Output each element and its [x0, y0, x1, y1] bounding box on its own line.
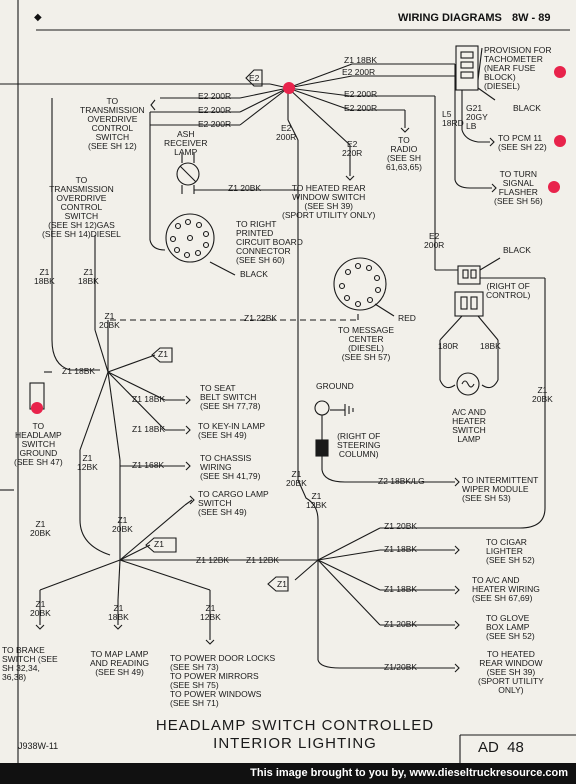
label-z1-12bk-e: Z1 12BK: [200, 603, 221, 622]
footer-code: J938W-11: [18, 741, 59, 751]
label-z2-18bk-lg: Z2 18BK/LG: [378, 476, 425, 486]
label-to-glove-box: TO GLOVE BOX LAMP (SEE SH 52): [486, 613, 535, 641]
label-right-of-steering: (RIGHT OF STEERING COLUMN): [337, 431, 381, 459]
label-to-heated-rear-window: TO HEATED REAR WINDOW (SEE SH 39) (SPORT…: [478, 649, 544, 695]
marker-dot: [31, 402, 43, 414]
label-to-trans-od: TO TRANSMISSION OVERDRIVE CONTROL SWITCH…: [80, 96, 145, 151]
label-z1-20bk-f: Z1 20BK: [30, 599, 51, 618]
label-e2-200r-right3: E2 200R: [344, 103, 378, 113]
label-z1-168k: Z1 168K: [132, 460, 165, 470]
label-to-wiper: TO INTERMITTENT WIPER MODULE (SEE SH 53): [462, 475, 539, 503]
label-to-seat-belt: TO SEAT BELT SWITCH (SEE SH 77,78): [200, 383, 261, 411]
node-z1-3: Z1: [154, 539, 164, 549]
marker-dot: [554, 66, 566, 78]
label-to-ac-heater-wiring: TO A/C AND HEATER WIRING (SEE SH 67,69): [472, 575, 540, 603]
label-to-right-pcb: TO RIGHT PRINTED CIRCUIT BOARD CONNECTOR…: [236, 219, 303, 265]
label-z1-20bk-d: Z1 20BK: [30, 519, 51, 538]
label-z1-12bk-d: Z1 12BK: [246, 555, 280, 565]
label-e2-200r-right4: E2 200R: [424, 231, 445, 250]
label-18bk: 18BK: [480, 341, 501, 351]
label-to-message-center: TO MESSAGE CENTER (DIESEL) (SEE SH 57): [338, 325, 395, 362]
label-e2-200r-mid: E2 200R: [276, 123, 297, 142]
label-z1-18bk-b: Z1 18BK: [78, 267, 99, 286]
label-to-cargo-lamp: TO CARGO LAMP SWITCH (SEE SH 49): [198, 489, 269, 517]
label-z1-18bk-key: Z1 18BK: [132, 424, 166, 434]
label-g21-20gy: G21 20GY LB: [466, 103, 488, 131]
label-to-map-lamp: TO MAP LAMP AND READING (SEE SH 49): [90, 649, 150, 677]
label-black-top: BLACK: [513, 103, 541, 113]
label-z1-20bk-c: Z1 20BK: [286, 469, 307, 488]
header-page-ref: 8W - 89: [512, 12, 551, 24]
label-z1-12bk-b: Z1 12BK: [306, 491, 327, 510]
footer-page-box: AD 48: [478, 739, 524, 756]
label-z1-18bk-top: Z1 18BK: [344, 55, 378, 65]
label-right-of-control: (RIGHT OF CONTROL): [486, 281, 531, 300]
label-e2-200r-trans: E2 200R: [198, 91, 232, 101]
label-e2-200r-right2: E2 200R: [344, 89, 378, 99]
label-z1-12bk-a: Z1 12BK: [77, 453, 98, 472]
label-to-trans-od-2: TO TRANSMISSION OVERDRIVE CONTROL SWITCH…: [42, 175, 121, 239]
label-to-heated-rear-switch: TO HEATED REAR WINDOW SWITCH (SEE SH 39)…: [282, 183, 376, 220]
label-z1-18bk-c: Z1 18BK: [62, 366, 96, 376]
label-ash-receiver-lamp: ASH RECEIVER LAMP: [164, 129, 208, 157]
label-ground: GROUND: [316, 381, 354, 391]
label-z1-20bk-b: Z1 20BK: [532, 385, 553, 404]
credit-bar: This image brought to you by, www.diesel…: [0, 763, 576, 784]
label-to-power: TO POWER DOOR LOCKS (SEE SH 73) TO POWER…: [170, 653, 276, 708]
label-black-pcb: BLACK: [240, 269, 268, 279]
label-z1-18bk-d: Z1 18BK: [108, 603, 129, 622]
label-l5-18rd: L5 18RD: [442, 109, 464, 128]
label-z1-18bk-r2: Z1 18BK: [384, 544, 418, 554]
header-diamond-icon: ◆: [34, 12, 42, 23]
label-to-pcm: TO PCM 11 (SEE SH 22): [498, 133, 547, 152]
label-e2-200r-left2: E2 200R: [198, 105, 232, 115]
label-e2-220r: E2 220R: [342, 139, 363, 158]
label-to-cigar-lighter: TO CIGAR LIGHTER (SEE SH 52): [486, 537, 535, 565]
label-to-radio: TO RADIO (SEE SH 61,63,65): [386, 135, 422, 172]
label-z1-20bk-a: Z1 20BK: [99, 311, 120, 330]
label-z1-18bk-a: Z1 18BK: [34, 267, 55, 286]
label-to-turn-signal: TO TURN SIGNAL FLASHER (SEE SH 56): [494, 169, 543, 206]
diagram-title-line2: INTERIOR LIGHTING: [213, 735, 377, 752]
node-z1-2: Z1: [277, 579, 287, 589]
label-z1-20bk-ash: Z1 20BK: [228, 183, 262, 193]
label-180r: 180R: [438, 341, 459, 351]
label-to-key-in-lamp: TO KEY-IN LAMP (SEE SH 49): [198, 421, 266, 440]
label-z1-12bk-c: Z1 12BK: [196, 555, 230, 565]
credit-text: This image brought to you by, www.diesel…: [250, 767, 568, 779]
label-z1-22bk: Z1 22BK: [244, 313, 278, 323]
label-z1-20bk-r1: Z1 20BK: [384, 521, 418, 531]
label-ac-heater-switch-lamp: A/C AND HEATER SWITCH LAMP: [452, 407, 487, 444]
label-to-chassis-wiring: TO CHASSIS WIRING (SEE SH 41,79): [200, 453, 261, 481]
label-z1-20bk-r5: Z1/20BK: [384, 662, 418, 672]
node-z1-1: Z1: [158, 349, 168, 359]
label-z1-18bk-r3: Z1 18BK: [384, 584, 418, 594]
node-e2: E2: [249, 73, 260, 83]
marker-dot: [548, 181, 560, 193]
marker-dot: [554, 135, 566, 147]
marker-dot: [283, 82, 295, 94]
label-tachometer-provision: PROVISION FOR TACHOMETER (NEAR FUSE BLOC…: [484, 45, 552, 91]
label-z1-20bk-r4: Z1 20BK: [384, 619, 418, 629]
label-to-headlamp-switch-ground: TO HEADLAMP SWITCH GROUND (SEE SH 47): [14, 421, 63, 467]
label-z1-18bk-seat: Z1 18BK: [132, 394, 166, 404]
label-z1-20bk-e: Z1 20BK: [112, 515, 133, 534]
label-e2-200r-top: E2 200R: [342, 67, 376, 77]
label-black-right: BLACK: [503, 245, 531, 255]
label-red: RED: [398, 313, 416, 323]
label-to-brake-switch: TO BRAKE SWITCH (SEE SH 32,34, 36,38): [2, 645, 58, 682]
diagram-title-line1: HEADLAMP SWITCH CONTROLLED: [155, 717, 435, 734]
label-e2-200r-left3: E2 200R: [198, 119, 232, 129]
header-title: WIRING DIAGRAMS: [398, 12, 502, 24]
